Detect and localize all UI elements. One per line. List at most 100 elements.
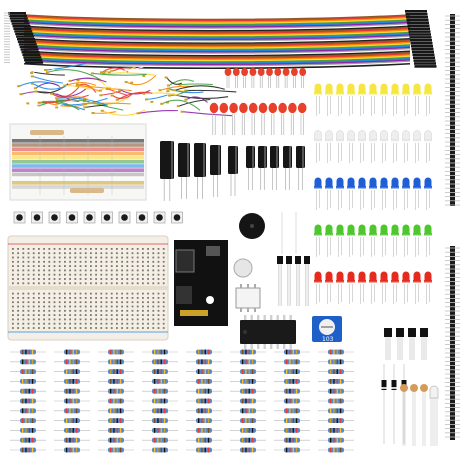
breadboard-hole [110, 252, 113, 255]
resistor-band [198, 349, 200, 355]
breadboard-hole [136, 260, 139, 263]
breadboard-hole [131, 273, 134, 276]
breadboard-hole [58, 314, 61, 316]
breadboard-hole [105, 327, 108, 329]
breadboard-hole [121, 252, 123, 255]
breadboard-hole [121, 314, 123, 316]
resistor-band [295, 408, 298, 414]
resistor-band [116, 369, 118, 374]
resistor-band [295, 388, 298, 394]
ribbon-wire [23, 47, 411, 55]
breadboard-hole [136, 248, 139, 250]
resistor-band [110, 349, 112, 355]
breadboard-hole [38, 269, 40, 272]
jumper-wire [35, 82, 61, 89]
breadboard-hole [27, 278, 30, 280]
ribbon-wire [23, 36, 411, 43]
breadboard-hole [136, 273, 139, 276]
breadboard-hole [136, 301, 139, 304]
resistor-band [75, 398, 78, 404]
breadboard-hole [90, 256, 92, 259]
breadboard-hole [79, 256, 82, 259]
chip-pin [263, 315, 266, 320]
led-rim [325, 233, 333, 236]
resistor-band [198, 369, 200, 374]
led [358, 177, 366, 187]
resistor-band [333, 447, 335, 453]
resistor-band [75, 349, 78, 355]
jumper-tip [55, 106, 59, 109]
breadboard-hole [121, 282, 123, 285]
switch-button [121, 214, 128, 221]
jumper-tip [55, 99, 59, 102]
resistor-band [336, 408, 338, 414]
polarity-stripe [203, 143, 205, 177]
breadboard-hole [74, 327, 77, 329]
breadboard-hole [69, 248, 71, 250]
jumper-tip [19, 93, 23, 96]
resistor-band [201, 388, 203, 394]
chip-pin [247, 284, 249, 288]
breadboard-hole [131, 265, 134, 267]
resistor-band [154, 428, 156, 433]
led-rim [413, 233, 421, 236]
resistor-band [292, 359, 294, 365]
ribbon-wire [23, 14, 411, 21]
breadboard-hole [121, 318, 123, 321]
jumper-tip [38, 101, 42, 104]
breadboard-hole [105, 269, 108, 272]
breadboard-hole [157, 256, 160, 259]
breadboard-hole [64, 282, 66, 285]
resistor-band [207, 437, 210, 443]
breadboard-hole [110, 269, 113, 272]
resistor-band [201, 349, 203, 355]
polarity-stripe [289, 146, 291, 168]
breadboard-hole [12, 314, 14, 316]
jumper-tip [150, 100, 154, 103]
resistor-band [116, 388, 118, 394]
breadboard-hole [147, 260, 149, 263]
breadboard-hole [147, 314, 149, 316]
led [336, 177, 344, 187]
resistor-band [251, 388, 254, 394]
resistor-band [119, 447, 122, 453]
breadboard-hole [142, 305, 144, 308]
breadboard-hole [157, 248, 160, 250]
breadboard-hole [152, 309, 155, 312]
breadboard-hole [17, 297, 19, 299]
resistor-band [339, 428, 342, 433]
breadboard-hole [58, 282, 61, 285]
dupont-connector [11, 22, 30, 25]
breadboard-hole [58, 269, 61, 272]
resistor-band [31, 379, 34, 384]
breadboard-hole [110, 327, 113, 329]
resistor-band [286, 379, 288, 384]
dupont-connector [406, 15, 428, 19]
ribbon-wire [23, 27, 411, 35]
resistor-band [330, 398, 332, 404]
resistor-band [113, 418, 115, 423]
breadboard-hole [90, 322, 92, 325]
resistor-band [154, 437, 156, 443]
resistor-band [204, 359, 206, 365]
breadboard-hole [32, 278, 35, 280]
resistor-band [201, 359, 203, 365]
jumper-wire [70, 96, 89, 101]
breadboard-hole [43, 322, 45, 325]
breadboard-hole [157, 301, 160, 304]
resistor-band [116, 428, 118, 433]
resistor-band [201, 428, 203, 433]
breadboard-hole [162, 322, 165, 325]
breadboard-hole [27, 273, 30, 276]
breadboard-hole [100, 322, 103, 325]
resistor-band [330, 349, 332, 355]
resistor-band [110, 398, 112, 404]
ribbon-wire [23, 55, 411, 62]
breadboard-hole [152, 248, 155, 250]
resistor-band [66, 379, 68, 384]
dupont-pin [4, 33, 10, 35]
breadboard-hole [74, 278, 77, 280]
breadboard-hole [79, 278, 82, 280]
resistor-band [333, 388, 335, 394]
jumper-wire [166, 77, 183, 85]
